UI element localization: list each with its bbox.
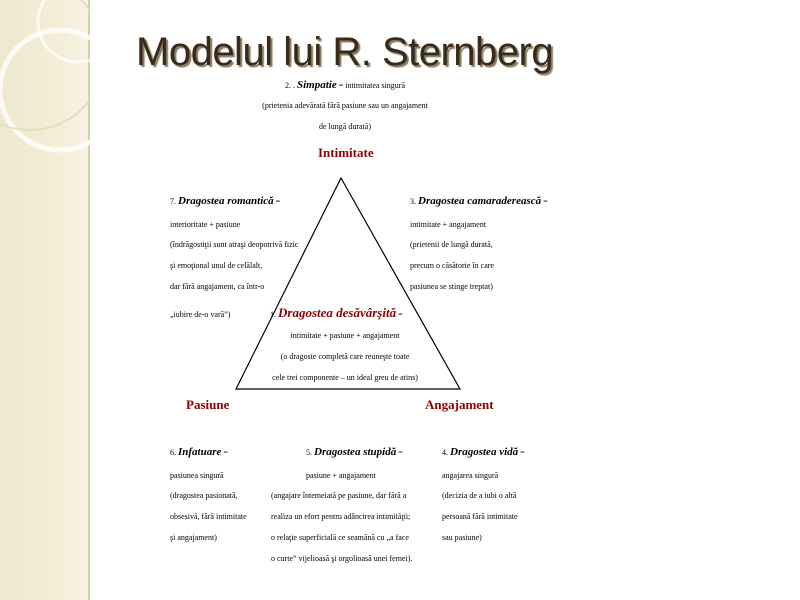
vida-line: angajarea singură [442, 471, 499, 480]
vertex-label-intimitate: Intimitate [318, 145, 374, 160]
romantica-line: (îndrăgostiţii sunt atraşi deopotrivă fi… [170, 240, 299, 249]
stupida-line: (angajare întemeiată pe pasiune, dar făr… [271, 491, 407, 500]
desavarsita-heading: 1. Dragostea desăvârşită = [270, 305, 403, 320]
romantica-line: „iubire de-o vară”) [170, 310, 231, 319]
romantica-name: Dragostea romantică [178, 195, 274, 207]
camaradereasca-line: precum o căsătorie în care [410, 261, 494, 270]
stupida-name: Dragostea stupidă [314, 446, 397, 458]
romantica-heading: 7. Dragostea romantică = [170, 195, 281, 207]
camaradereasca-heading: 3. Dragostea camaraderească = [410, 195, 548, 207]
desavarsita-line: cele trei componente – un ideal greu de … [272, 373, 418, 382]
romantica-line: interioritate + pasiune [170, 220, 241, 229]
vertex-label-pasiune: Pasiune [186, 397, 230, 412]
camaradereasca-line: intimitate + angajament [410, 220, 487, 229]
vida-heading: 4. Dragostea vidă = [442, 446, 525, 458]
infatuare-line: (dragostea pasionată, [170, 491, 238, 500]
vida-line: sau pasiune) [442, 533, 482, 542]
infatuare-line: obsesivă, fără intimitate [170, 512, 247, 521]
stupida-heading: 5. Dragostea stupidă = [306, 446, 403, 458]
vertex-label-angajament: Angajament [425, 397, 494, 412]
decorative-left-band [0, 0, 88, 600]
decorative-divider-line [88, 0, 90, 600]
stupida-line: pasiune + angajament [306, 471, 376, 480]
romantica-line: şi emoţional unul de celălalt, [170, 261, 263, 270]
triangle-shape [235, 176, 462, 390]
stupida-line: o curte” vijelioasă şi orgolioasă unei f… [271, 554, 413, 563]
decorative-circles [0, 0, 90, 153]
desavarsita-line: intimitate + pasiune + angajament [290, 331, 400, 340]
simpatie-line: de lungă durată) [319, 122, 371, 131]
romantica-line: dar fără angajament, ca într-o [170, 282, 265, 291]
infatuare-line: şi angajament) [170, 533, 217, 542]
desavarsita-name: Dragostea desăvârşită [278, 305, 397, 320]
camaradereasca-name: Dragostea camaraderească [418, 195, 542, 207]
slide-title: Modelul lui R. Sternberg [136, 30, 554, 74]
infatuare-name: Infatuare [178, 446, 222, 458]
stupida-line: o relaţie superficială ce seamănă cu „a … [271, 533, 409, 542]
stupida-line: realiza un efort pentru adâncirea intimi… [271, 512, 411, 521]
camaradereasca-line: (prietenii de lungă durată, [410, 240, 493, 249]
vida-line: (decizia de a iubi o altă [442, 491, 517, 500]
infatuare-line: pasiunea singură [170, 471, 224, 480]
vida-line: persoană fără intimitate [442, 512, 518, 521]
vida-name: Dragostea vidă [450, 446, 519, 458]
simpatie-line: (prietenia adevărată fără pasiune sau un… [262, 101, 428, 110]
simpatie-name: Simpatie [296, 79, 337, 91]
desavarsita-line: (o dragoste completă care reuneşte toate [280, 352, 410, 361]
simpatie-heading: 2. . Simpatie = intimitatea singură [284, 79, 406, 91]
camaradereasca-line: pasiunea se stinge treptat) [410, 282, 493, 291]
infatuare-heading: 6. Infatuare = [170, 446, 228, 458]
